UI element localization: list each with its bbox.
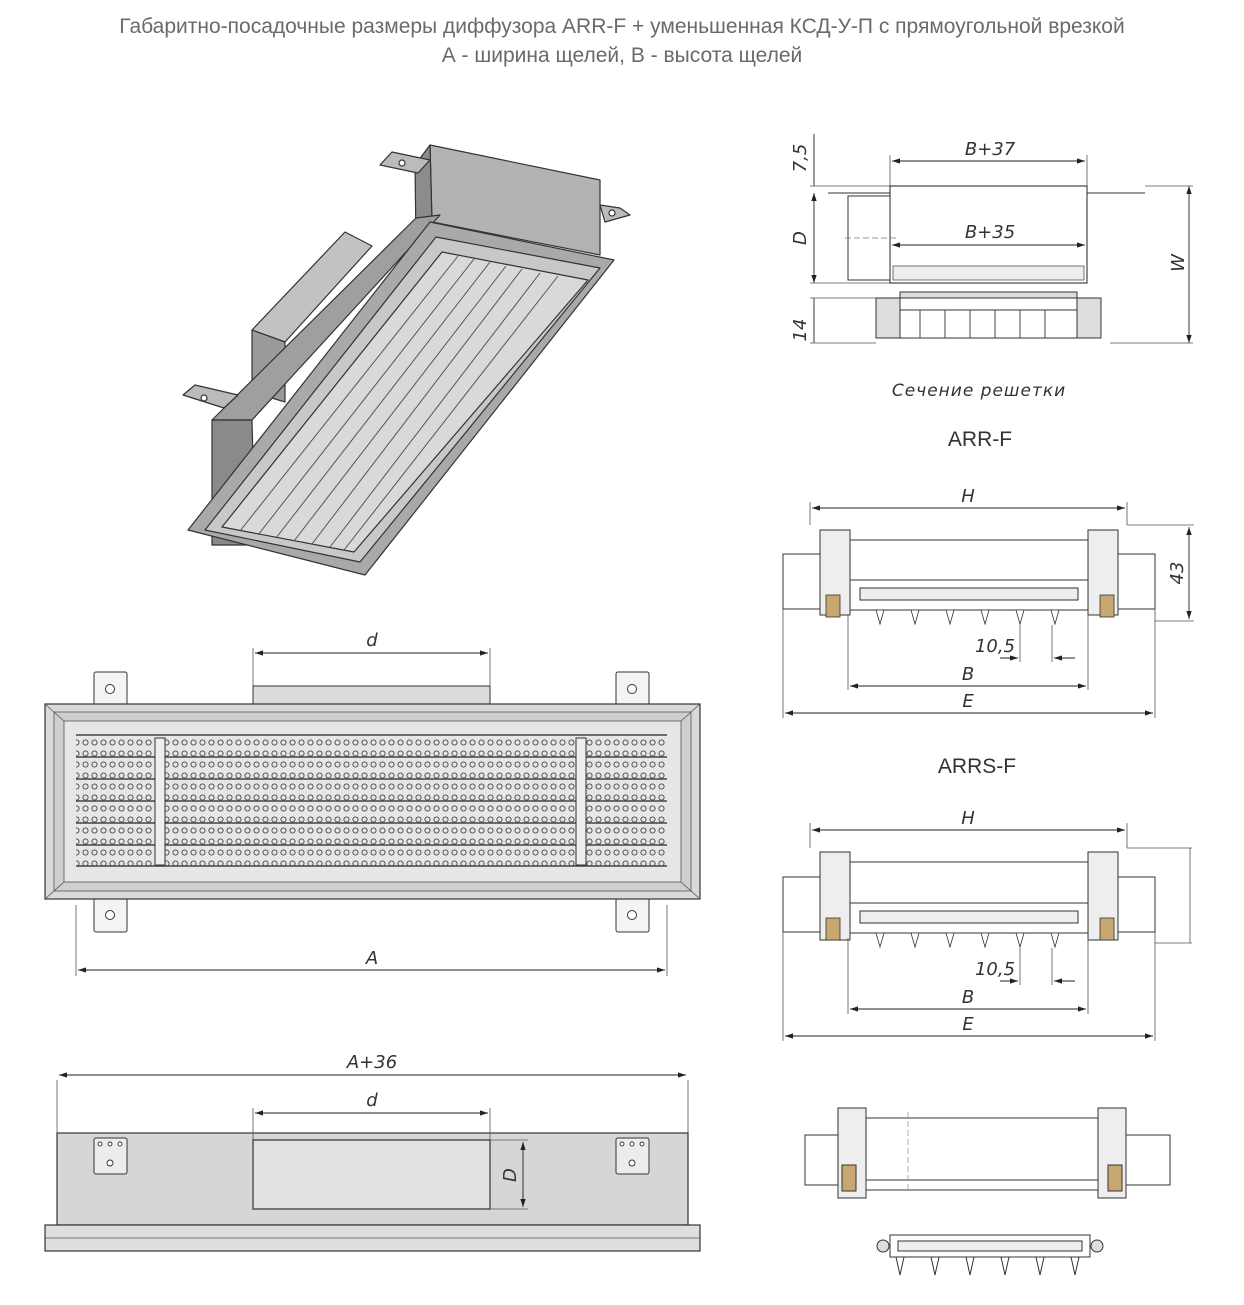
front-support-bar-left [154,737,166,866]
arrs-f-dim-h: H [961,808,975,829]
arrs-f-dim-b: B [962,987,974,1008]
arrs-f-section: ARRS-F H 10,5 [782,755,1192,1041]
section-dim-w: W [1168,253,1189,272]
section-caption: Сечение решетки [892,381,1066,401]
bottom-bracket-right [615,1137,650,1175]
arr-f-section: ARR-F H 43 [782,428,1194,718]
arr-f-dim-h: H [961,486,975,507]
section-dim-7-5: 7,5 [790,144,811,173]
arr-f-label: ARR-F [948,428,1012,451]
front-support-bar-right [575,737,587,866]
grille-section: 7,5 B+37 B+35 D W [790,134,1193,401]
arr-f-dim-43: 43 [1167,562,1188,585]
bottom-dim-D: D [500,1168,521,1182]
section-grille-profile [875,291,1102,339]
front-dim-d: d [366,630,378,651]
bottom-view: A+36 d D [44,1052,701,1252]
drawing-title: Габаритно-посадочные размеры диффузора A… [0,12,1244,70]
bottom-bracket-left [93,1137,128,1175]
front-dim-a: A [365,948,378,969]
section-dim-14: 14 [790,319,811,342]
arrs-f-dim-e: E [962,1014,974,1035]
isometric-view [182,144,631,576]
arr-f-dim-b: B [962,664,974,685]
section-dim-b35: B+35 [965,222,1015,243]
section-dim-d: D [790,231,811,245]
front-view: d [44,630,701,976]
spigot [252,685,491,706]
exploded-blade-assembly [876,1234,1104,1276]
mounting-bracket-left [182,384,239,409]
arrs-f-dim-10-5: 10,5 [975,959,1015,980]
arrs-f-label: ARRS-F [938,755,1016,778]
section-dim-b37: B+37 [965,139,1016,160]
exploded-frame [804,1107,1171,1199]
arr-f-dim-e: E [962,691,974,712]
bottom-dim-a36: A+36 [346,1052,397,1073]
grille-slots [221,251,589,553]
title-line-2: А - ширина щелей, В - высота щелей [441,44,803,67]
arr-f-dim-10-5: 10,5 [975,636,1015,657]
title-line-1: Габаритно-посадочные размеры диффузора A… [119,15,1125,38]
bottom-dim-d: d [366,1090,378,1111]
bottom-spigot [252,1139,491,1210]
